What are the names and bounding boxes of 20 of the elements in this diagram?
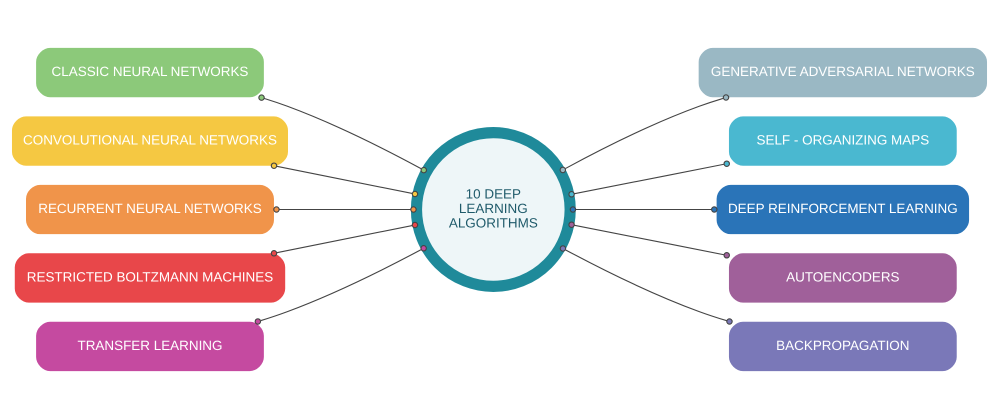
node-box: BACKPROPAGATION	[728, 321, 957, 371]
node-box: RECURRENT NEURAL NETWORKS	[26, 184, 274, 234]
connector	[568, 160, 730, 198]
connector	[270, 221, 418, 256]
node-box: GENERATIVE ADVERSARIAL NETWORKS	[698, 47, 988, 97]
connector	[270, 162, 418, 197]
node-box: RESTRICTED BOLTZMANN MACHINES	[14, 252, 286, 302]
node-box: TRANSFER LEARNING	[36, 321, 264, 371]
node-box: DEEP REINFORCEMENT LEARNING	[716, 184, 970, 234]
connector	[560, 94, 730, 173]
connector	[560, 244, 733, 324]
node-box: CLASSIC NEURAL NETWORKS	[36, 47, 264, 97]
node-box: AUTOENCODERS	[728, 252, 957, 302]
node-box: SELF - ORGANIZING MAPS	[728, 116, 957, 166]
connector	[254, 244, 427, 324]
connector	[273, 206, 417, 212]
connector	[570, 206, 718, 212]
connector	[258, 94, 428, 173]
connector	[568, 220, 730, 258]
node-box: CONVOLUTIONAL NEURAL NETWORKS	[12, 116, 288, 166]
